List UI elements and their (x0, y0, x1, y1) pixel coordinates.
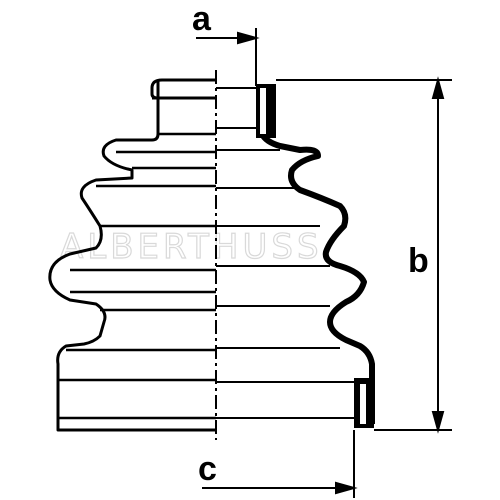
label-b: b (408, 242, 429, 280)
boot-section-right (216, 84, 375, 428)
dimension-c (202, 430, 358, 498)
label-a: a (192, 0, 212, 38)
label-c: c (198, 450, 217, 488)
dimension-b (276, 76, 452, 434)
dimension-a (196, 28, 260, 86)
boot-left-bands (58, 132, 216, 420)
watermark: ALBERTHUSS (60, 227, 323, 267)
